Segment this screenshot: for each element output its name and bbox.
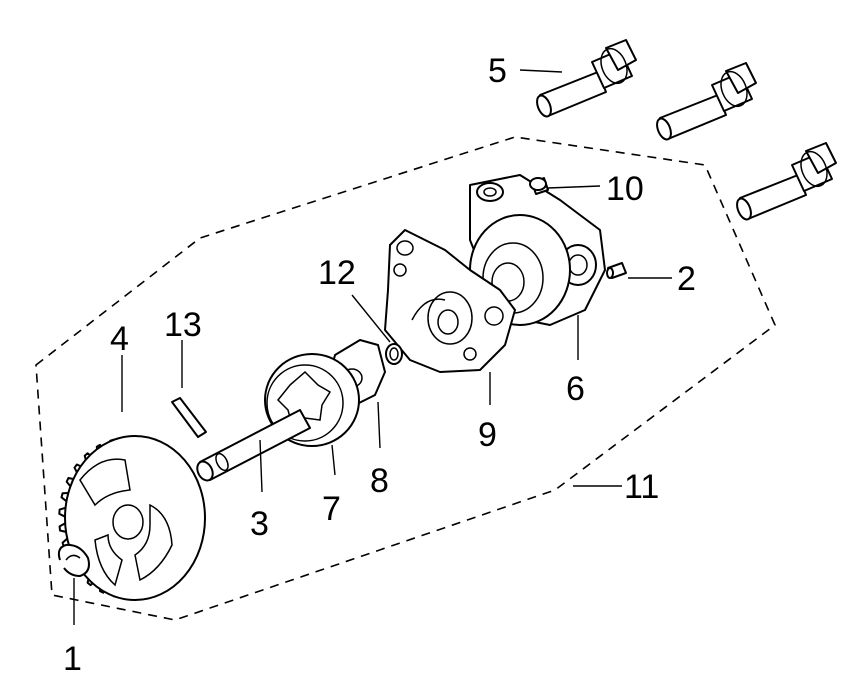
callout-5: 5: [488, 52, 507, 90]
callout-9: 9: [478, 416, 497, 454]
callout-2: 2: [677, 260, 696, 298]
leader-12: [351, 294, 391, 343]
bolt-2: [656, 62, 757, 141]
bolt-1: [536, 39, 637, 118]
callout-7: 7: [322, 490, 341, 528]
pump-shaft: [196, 409, 311, 482]
retaining-clip: [57, 543, 90, 577]
callout-8: 8: [370, 462, 389, 500]
bolt-3: [736, 142, 837, 221]
leader-3: [259, 439, 263, 493]
drive-pin: [171, 397, 207, 438]
assembly-boundary-dashed: [35, 136, 776, 621]
leader-8: [377, 401, 381, 449]
callout-6: 6: [566, 370, 585, 408]
pump-cover-plate: [384, 229, 516, 373]
drive-gear: [58, 435, 206, 601]
leader-5: [519, 69, 563, 73]
callout-3: 3: [250, 505, 269, 543]
leader-10: [547, 185, 601, 189]
callout-13: 13: [164, 306, 202, 344]
callout-4: 4: [110, 320, 129, 358]
snap-ring: [385, 343, 403, 365]
small-screw: [529, 177, 549, 195]
callout-1: 1: [63, 640, 82, 678]
callout-12: 12: [318, 254, 356, 292]
callout-11: 11: [624, 468, 659, 506]
callout-10: 10: [606, 170, 644, 208]
leader-7: [331, 444, 336, 476]
dowel-pin: [606, 262, 627, 279]
